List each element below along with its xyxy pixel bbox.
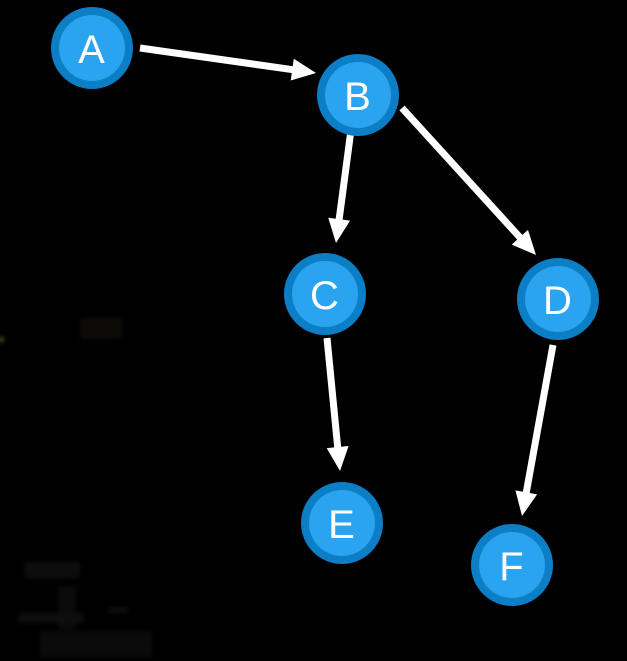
- node-circle: [479, 532, 545, 598]
- edge-line: [399, 105, 526, 243]
- arrowhead-icon: [511, 229, 536, 255]
- node-circle: [309, 490, 375, 556]
- node-label: B: [344, 75, 372, 119]
- node-B[interactable]: B: [317, 54, 399, 136]
- node-D[interactable]: D: [517, 258, 599, 340]
- edge-line: [323, 337, 342, 452]
- node-A[interactable]: A: [51, 7, 133, 89]
- node-label: A: [78, 28, 106, 72]
- node-label: D: [543, 279, 573, 323]
- edge-B-C: [328, 129, 355, 243]
- arrowhead-icon: [515, 490, 538, 516]
- node-label: E: [328, 503, 356, 547]
- node-F[interactable]: F: [471, 524, 553, 606]
- edge-line: [522, 344, 557, 497]
- node-circle: [292, 261, 358, 327]
- node-E[interactable]: E: [301, 482, 383, 564]
- edge-B-D: [399, 105, 536, 255]
- edge-line: [139, 44, 297, 74]
- edge-A-B: [139, 44, 316, 81]
- arrowhead-icon: [328, 217, 351, 243]
- node-label: F: [499, 545, 524, 589]
- node-circle: [59, 15, 125, 81]
- node-circle: [525, 266, 591, 332]
- edge-D-F: [515, 344, 557, 516]
- edge-C-E: [323, 337, 349, 471]
- arrowhead-icon: [326, 446, 349, 471]
- node-circle: [325, 62, 391, 128]
- node-C[interactable]: C: [284, 253, 366, 335]
- node-label: C: [310, 274, 340, 318]
- edge-line: [335, 129, 355, 224]
- arrowhead-icon: [290, 58, 316, 81]
